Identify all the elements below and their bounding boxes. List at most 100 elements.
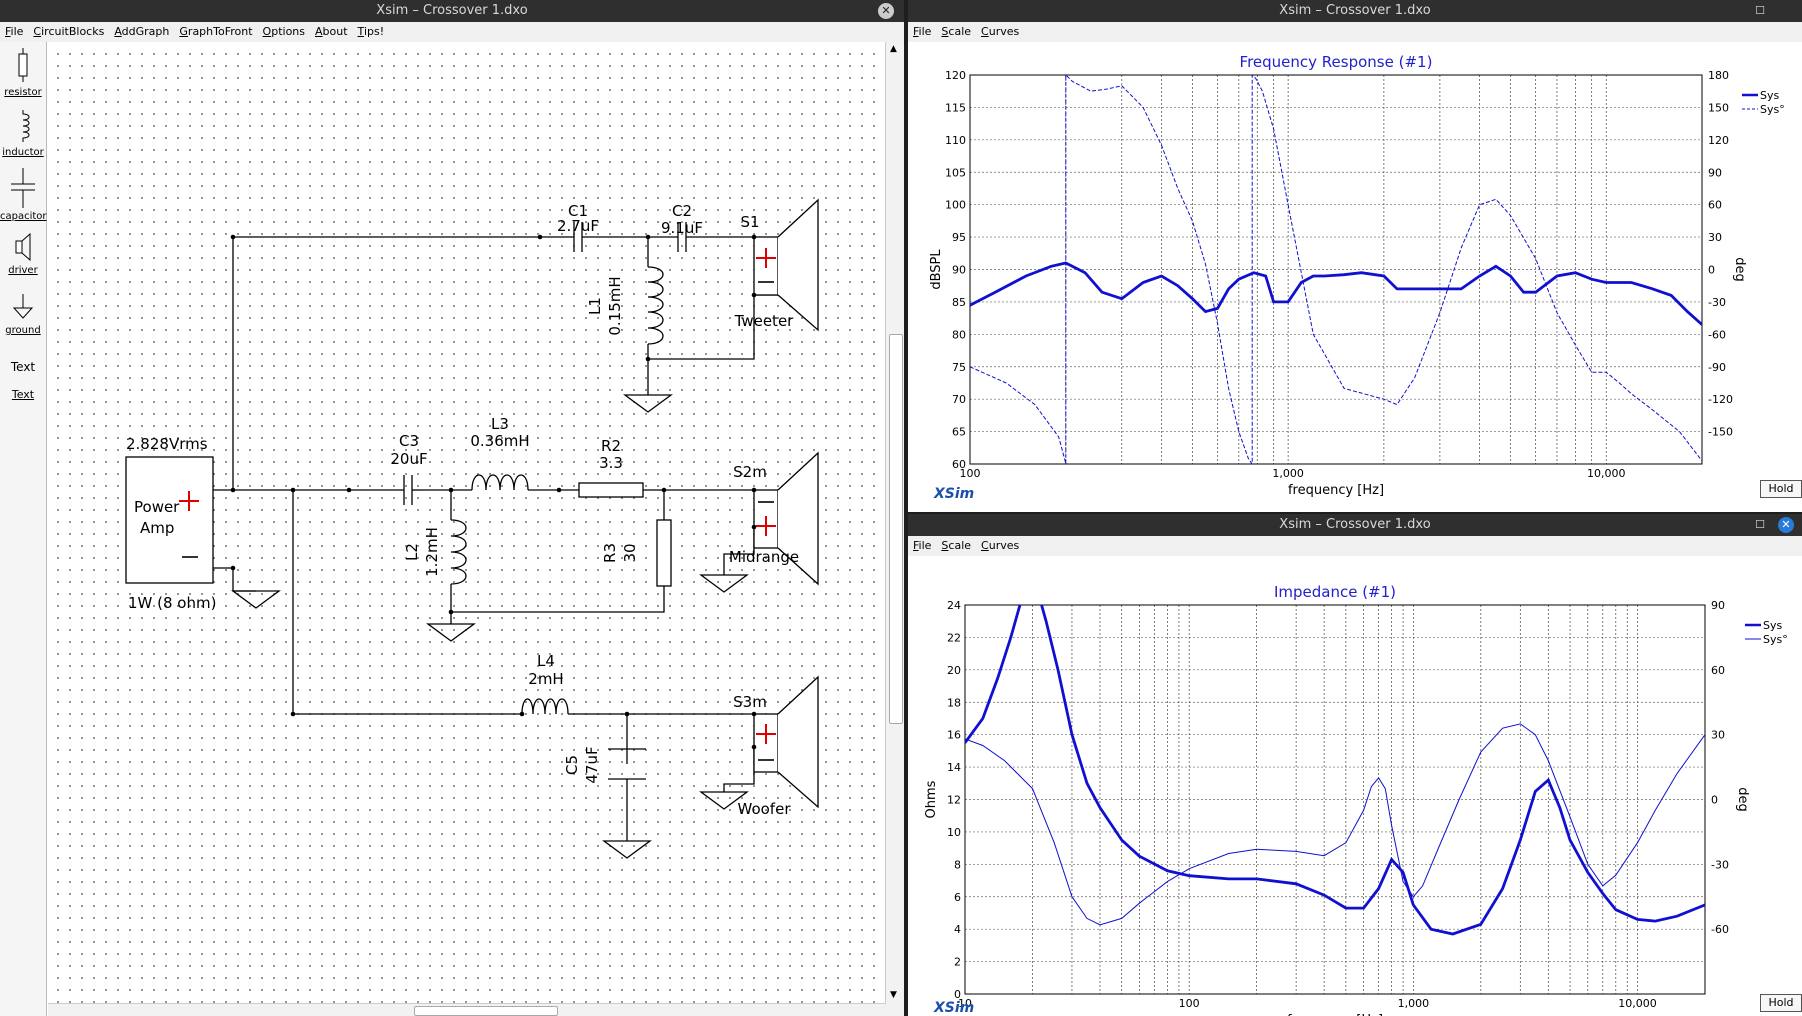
impedance-chart: Impedance (#1)024681012141618202224-60-3…	[924, 583, 1788, 1016]
y-tick-label: 95	[952, 231, 966, 244]
y-tick-label: 20	[947, 664, 961, 677]
chevron-down-icon[interactable]: ▼	[890, 990, 897, 1000]
scroll-thumb[interactable]	[414, 1006, 558, 1016]
editor-vertical-scrollbar[interactable]: ▲ ▼	[885, 42, 904, 1016]
menu-item-file[interactable]: File	[5, 25, 24, 38]
c1-value: 2.7uF	[557, 217, 599, 235]
y2-tick-label: 60	[1708, 199, 1722, 212]
l1-ref: L1	[586, 297, 604, 315]
y-tick-label: 8	[954, 858, 961, 871]
plot-frame	[964, 604, 1706, 995]
component-toolbox: resistor inductor capacitor driver groun…	[0, 42, 47, 1016]
y-axis-label: dBSPL	[929, 249, 944, 290]
menu-item-options[interactable]: Options	[262, 25, 306, 38]
ground-symbol	[699, 791, 749, 810]
editor-horizontal-scrollbar[interactable]	[48, 1003, 886, 1016]
y2-tick-label: -60	[1708, 328, 1726, 341]
legend-label: Sys°	[1763, 633, 1788, 646]
s1-name: Tweeter	[734, 312, 795, 330]
schematic: 2.828Vrms Power Amp 1W (8 ohm) C1 2.7uF …	[125, 198, 819, 859]
editor-titlebar[interactable]: Xsim – Crossover 1.dxo ✕	[0, 0, 904, 22]
grid-horizontal	[965, 604, 1705, 995]
wire	[292, 490, 522, 715]
imp-titlebar[interactable]: Xsim – Crossover 1.dxo ☐ ✕	[908, 514, 1802, 536]
inductor-l4	[521, 698, 569, 715]
legend-label: Sys°	[1760, 103, 1785, 116]
menu-item-curves[interactable]: Curves	[981, 25, 1020, 38]
y-tick-label: 105	[945, 166, 966, 179]
menu-item-scale[interactable]: Scale	[941, 25, 972, 38]
menu-item-scale[interactable]: Scale	[941, 539, 972, 552]
y-tick-label: 75	[952, 361, 966, 374]
tool-resistor[interactable]: resistor	[0, 48, 46, 98]
r2-value: 3.3	[599, 454, 623, 472]
menu-item-file[interactable]: File	[913, 539, 932, 552]
tool-capacitor[interactable]: capacitor	[0, 168, 47, 222]
x-tick-label: 100	[960, 467, 981, 480]
tool-driver[interactable]: driver	[0, 232, 46, 276]
y-tick-label: 80	[952, 328, 966, 341]
menu-item-circuitblocks[interactable]: CircuitBlocks	[33, 25, 105, 38]
y-tick-label: 85	[952, 296, 966, 309]
y-tick-label: 120	[945, 69, 966, 82]
maximize-icon[interactable]: ☐	[1755, 518, 1765, 531]
y-tick-label: 10	[947, 826, 961, 839]
tool-text-link[interactable]: Text	[0, 388, 46, 401]
y-tick-label: 14	[947, 761, 961, 774]
tool-inductor[interactable]: inductor	[0, 108, 46, 158]
s2-name: Midrange	[729, 548, 799, 566]
maximize-icon[interactable]: ☐	[1755, 4, 1765, 17]
x-tick-label: 10,000	[1618, 997, 1657, 1010]
c3-ref: C3	[399, 432, 419, 450]
y2-tick-label: 60	[1711, 664, 1725, 677]
x-axis-label: frequency [Hz]	[1287, 1013, 1383, 1016]
y-tick-label: 100	[945, 199, 966, 212]
freq-titlebar[interactable]: Xsim – Crossover 1.dxo ☐	[908, 0, 1802, 22]
x-tick-label: 10	[958, 997, 972, 1010]
scroll-thumb[interactable]	[889, 334, 903, 724]
series-phase-line	[965, 723, 1705, 926]
menu-item-tips-[interactable]: Tips!	[357, 25, 385, 38]
x-tick-label: 100	[1179, 997, 1200, 1010]
hold-button[interactable]: Hold	[1760, 994, 1802, 1012]
y2-tick-label: -30	[1711, 858, 1729, 871]
wire	[232, 236, 540, 490]
chevron-up-icon[interactable]: ▲	[890, 44, 897, 54]
y-tick-label: 22	[947, 631, 961, 644]
tool-ground[interactable]: ground	[0, 292, 46, 336]
x-axis-label: frequency [Hz]	[1288, 483, 1384, 498]
xsim-logo: XSim	[934, 1000, 975, 1016]
amp-rating: 1W (8 ohm)	[128, 594, 216, 612]
hold-button[interactable]: Hold	[1760, 480, 1802, 498]
menu-item-addgraph[interactable]: AddGraph	[114, 25, 170, 38]
chart-title: Frequency Response (#1)	[1240, 53, 1433, 71]
menu-item-file[interactable]: File	[913, 25, 932, 38]
close-icon[interactable]: ✕	[1778, 517, 1794, 533]
tool-label: driver	[8, 265, 38, 276]
x-tick-label: 1,000	[1272, 467, 1304, 480]
y-tick-label: 115	[945, 101, 966, 114]
r3-ref: R3	[601, 543, 619, 563]
inductor-l2	[450, 519, 467, 585]
tool-text[interactable]: Text	[0, 360, 46, 374]
l4-ref: L4	[537, 652, 555, 670]
l3-value: 0.36mH	[470, 432, 529, 450]
ground-symbol	[602, 840, 652, 859]
wire	[213, 567, 256, 592]
y2-tick-label: 0	[1708, 264, 1715, 277]
resistor-r3	[656, 519, 672, 587]
chart-title: Impedance (#1)	[1274, 583, 1396, 601]
freq-menubar: File Scale Curves	[908, 22, 1802, 42]
menu-item-about[interactable]: About	[315, 25, 348, 38]
y2-tick-label: 180	[1708, 69, 1729, 82]
schematic-canvas[interactable]: 2.828Vrms Power Amp 1W (8 ohm) C1 2.7uF …	[48, 44, 884, 1012]
y2-axis-label: deg	[1735, 787, 1750, 812]
text-icon: Text	[10, 360, 36, 374]
menu-item-curves[interactable]: Curves	[981, 539, 1020, 552]
y-tick-label: 4	[954, 923, 961, 936]
menu-item-graphtofront[interactable]: GraphToFront	[179, 25, 253, 38]
y2-tick-label: -150	[1708, 426, 1733, 439]
close-icon[interactable]: ✕	[878, 3, 894, 19]
y2-tick-label: 90	[1708, 166, 1722, 179]
y-axis-label: Ohms	[924, 780, 939, 818]
